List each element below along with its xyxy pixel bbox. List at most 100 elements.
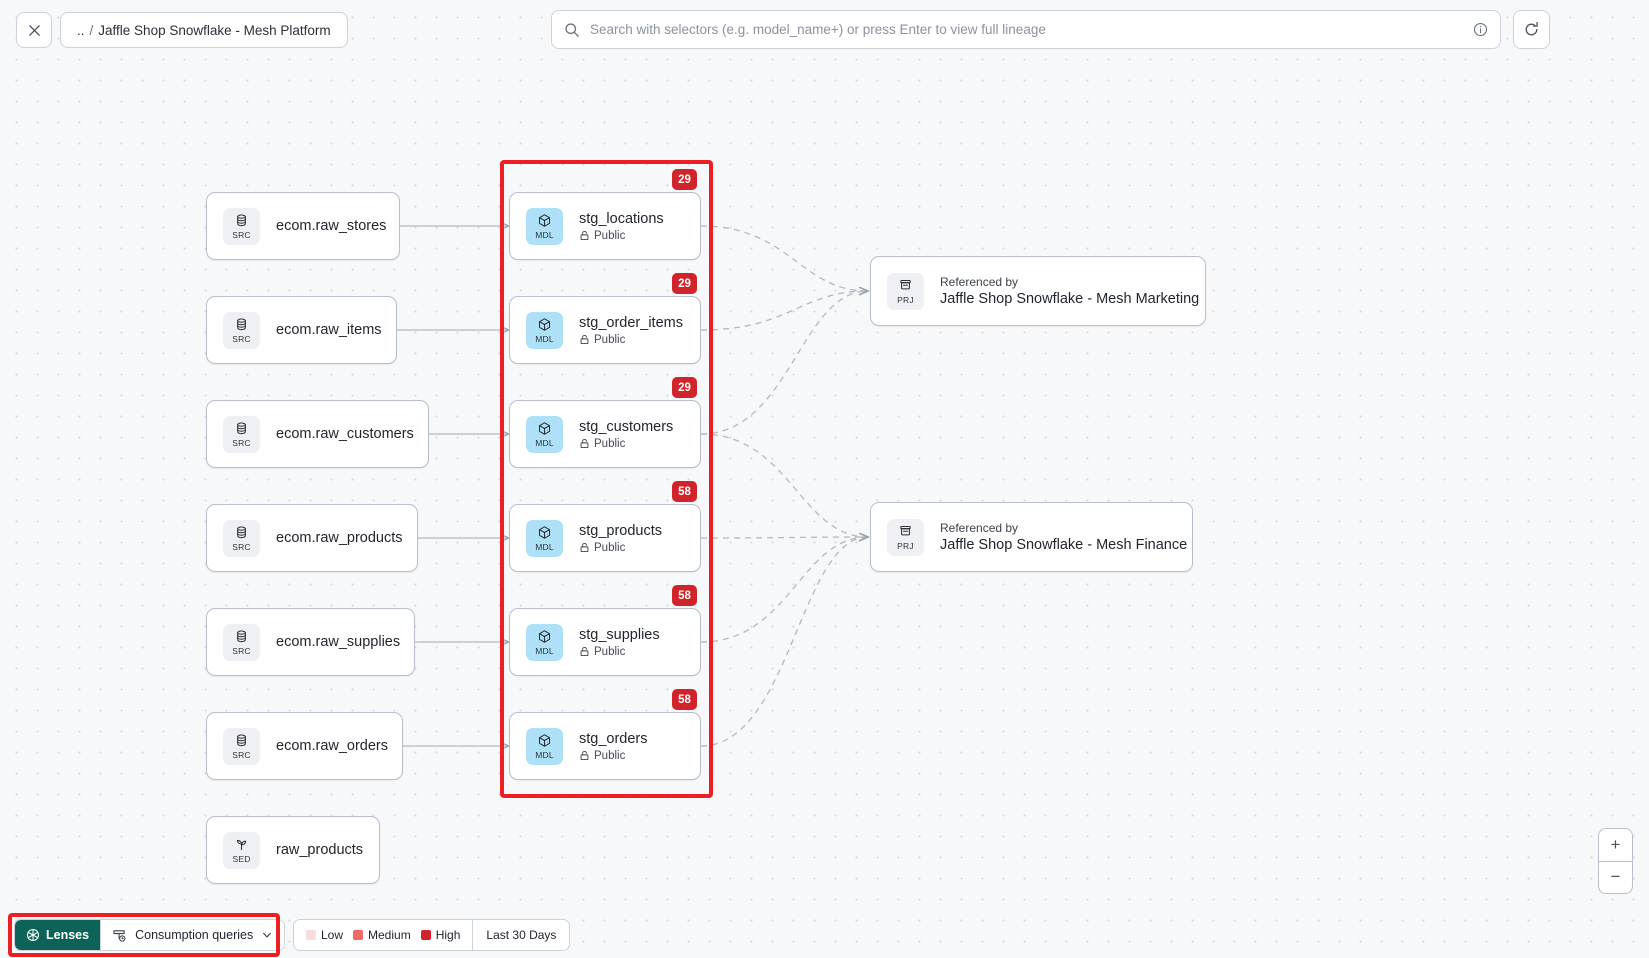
- node-text: ecom.raw_items: [276, 322, 382, 338]
- legend-label: High: [435, 928, 461, 942]
- node-count-badge[interactable]: 29: [672, 169, 697, 190]
- node-access: Public: [579, 750, 648, 762]
- graph-node-ecom-raw-products[interactable]: SRC ecom.raw_products: [206, 504, 418, 572]
- refresh-icon: [1523, 21, 1540, 38]
- lenses-button[interactable]: Lenses: [15, 920, 101, 950]
- node-text: Referenced by Jaffle Shop Snowflake - Mes…: [940, 275, 1199, 307]
- node-text: ecom.raw_customers: [276, 426, 414, 442]
- time-range-label: Last 30 Days: [486, 928, 557, 942]
- node-title: stg_supplies: [579, 626, 660, 643]
- search-input[interactable]: [590, 22, 1473, 37]
- lens-select[interactable]: Consumption queries: [100, 920, 285, 950]
- node-title: Jaffle Shop Snowflake - Mesh Marketing: [940, 291, 1200, 307]
- zoom-controls[interactable]: + −: [1598, 828, 1633, 894]
- node-title: stg_orders: [579, 730, 648, 747]
- node-count-badge[interactable]: 29: [672, 273, 697, 294]
- node-title: raw_products: [276, 842, 364, 858]
- node-access-label: Public: [594, 749, 626, 762]
- query-icon: [112, 928, 127, 943]
- node-prefix-label: Referenced by: [940, 275, 1019, 289]
- lenses-toolbar[interactable]: Lenses Consumption queries: [14, 919, 286, 951]
- legend-items: Low Medium High: [294, 920, 472, 950]
- zoom-out-button[interactable]: −: [1610, 867, 1621, 887]
- close-icon: [27, 23, 42, 38]
- node-access-label: Public: [594, 333, 626, 346]
- database-icon: SRC: [223, 623, 260, 661]
- breadcrumb-separator: /: [89, 22, 94, 38]
- node-title: stg_products: [579, 522, 663, 539]
- node-access-label: Public: [594, 229, 626, 242]
- graph-node-ecom-raw-customers[interactable]: SRC ecom.raw_customers: [206, 400, 429, 468]
- node-text: ecom.raw_products: [276, 530, 403, 546]
- search-bar[interactable]: [551, 10, 1501, 49]
- database-icon: SRC: [223, 207, 260, 245]
- graph-node-ecom-raw-stores[interactable]: SRC ecom.raw_stores: [206, 192, 400, 260]
- graph-node-ecom-raw-supplies[interactable]: SRC ecom.raw_supplies: [206, 608, 415, 676]
- node-count-badge[interactable]: 58: [672, 481, 697, 502]
- node-count-badge[interactable]: 29: [672, 377, 697, 398]
- node-title: stg_customers: [579, 418, 674, 435]
- lock-icon: [579, 646, 590, 657]
- node-prefix-label: Referenced by: [940, 521, 1019, 535]
- node-access: Public: [579, 230, 664, 242]
- node-access-label: Public: [594, 645, 626, 658]
- lock-icon: [579, 334, 590, 345]
- node-title: stg_order_items: [579, 314, 683, 331]
- legend-swatch: [420, 930, 431, 940]
- chevron-down-icon: [261, 929, 273, 941]
- node-text: ecom.raw_orders: [276, 738, 388, 754]
- seedling-icon: SED: [223, 831, 260, 869]
- cube-icon: MDL: [526, 519, 563, 557]
- cube-icon: MDL: [526, 415, 563, 453]
- database-icon: SRC: [223, 415, 260, 453]
- legend-label: Low: [321, 928, 344, 942]
- node-access-label: Public: [594, 541, 626, 554]
- lock-icon: [579, 750, 590, 761]
- search-icon: [564, 22, 580, 38]
- cube-icon: MDL: [526, 207, 563, 245]
- node-access-label: Public: [594, 437, 626, 450]
- breadcrumb[interactable]: .. / Jaffle Shop Snowflake - Mesh Platfo…: [60, 12, 348, 48]
- node-access: Public: [579, 438, 673, 450]
- cube-icon: MDL: [526, 311, 563, 349]
- node-count-badge[interactable]: 58: [672, 689, 697, 710]
- legend-label: Medium: [368, 928, 411, 942]
- node-access: Public: [579, 542, 662, 554]
- lens-select-label: Consumption queries: [135, 928, 254, 942]
- info-icon[interactable]: [1473, 22, 1488, 37]
- time-range-selector[interactable]: Last 30 Days: [472, 920, 569, 950]
- node-text: ecom.raw_supplies: [276, 634, 400, 650]
- graph-node-raw-products[interactable]: SED raw_products: [206, 816, 380, 884]
- refresh-button[interactable]: [1513, 10, 1550, 49]
- archive-icon: PRJ: [887, 518, 924, 556]
- lock-icon: [579, 438, 590, 449]
- breadcrumb-prefix: ..: [77, 22, 85, 38]
- node-title: ecom.raw_products: [276, 530, 403, 546]
- legend-item-low: Low: [306, 928, 343, 942]
- database-icon: SRC: [223, 519, 260, 557]
- node-count-badge[interactable]: 58: [672, 585, 697, 606]
- zoom-in-button[interactable]: +: [1599, 829, 1632, 862]
- lenses-label: Lenses: [46, 928, 90, 942]
- node-text: ecom.raw_stores: [276, 218, 386, 234]
- node-text: raw_products: [276, 842, 363, 858]
- legend-swatch: [306, 930, 316, 940]
- legend: Low Medium High Last 30 Days: [293, 919, 571, 951]
- cube-icon: MDL: [526, 727, 563, 765]
- close-button[interactable]: [16, 12, 52, 48]
